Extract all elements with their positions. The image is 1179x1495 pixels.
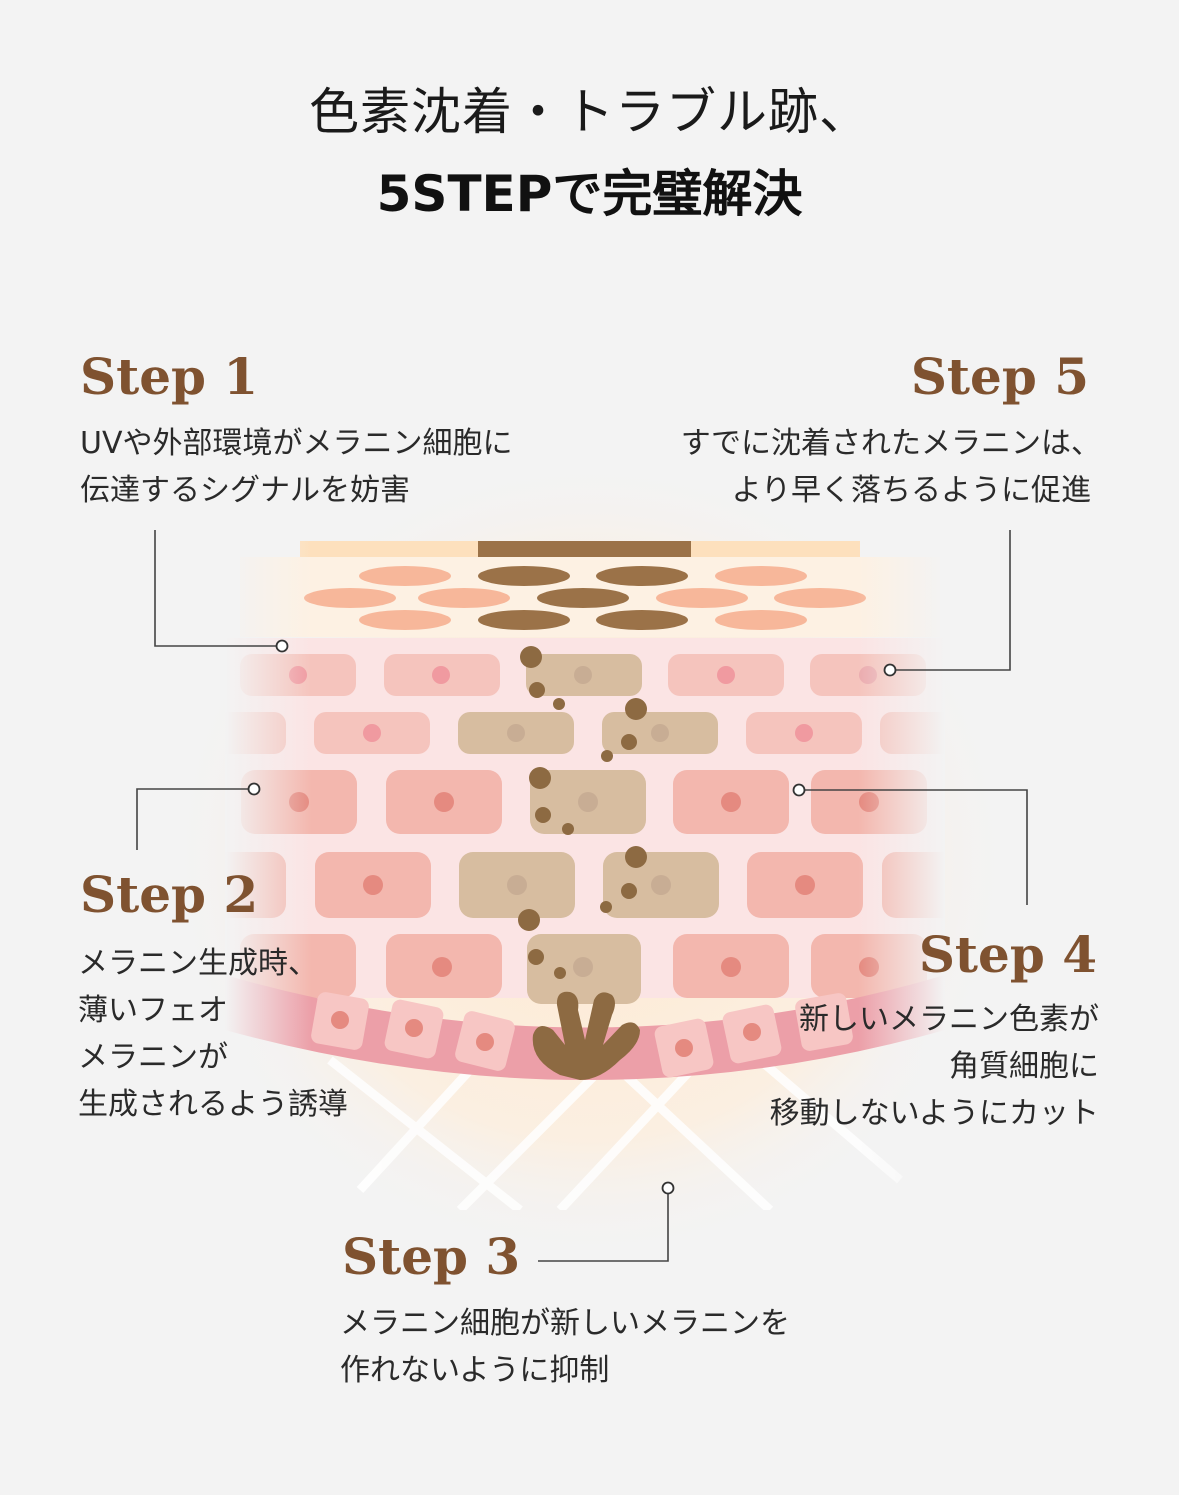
- connector-step3: [538, 1188, 669, 1262]
- step-3-title: Step 3: [342, 1227, 521, 1286]
- step-1-desc-line1: UVや外部環境がメラニン細胞に: [80, 426, 513, 461]
- page-title-line1: 色素沈着・トラブル跡、: [309, 83, 870, 141]
- step-5-desc-line2: より早く落ちるように促進: [731, 473, 1091, 508]
- step-5-desc-line1: すでに沈着されたメラニンは、: [680, 426, 1101, 461]
- connector-dots: [247, 639, 897, 1195]
- step-4-desc-line1: 新しいメラニン色素が: [799, 1002, 1099, 1037]
- step-3-desc-line2: 作れないように抑制: [340, 1353, 610, 1388]
- connector-lines: [136, 530, 1028, 1262]
- connector-step5: [890, 530, 1011, 671]
- step-2-desc-line4: 生成されるよう誘導: [78, 1087, 348, 1122]
- step-5-title: Step 5: [910, 347, 1089, 406]
- page-title-line2: 5STEPで完璧解決: [376, 165, 803, 223]
- step-2-desc-line1: メラニン生成時、: [78, 946, 318, 981]
- step-2-desc-line3: メラニンが: [78, 1040, 228, 1075]
- step-1-desc-line2: 伝達するシグナルを妨害: [80, 473, 410, 508]
- connector-step1: [154, 530, 282, 647]
- step-2-desc-line2: 薄いフェオ: [78, 993, 228, 1028]
- step-4-desc-line3: 移動しないようにカット: [769, 1096, 1099, 1131]
- step-4-title: Step 4: [918, 925, 1097, 984]
- step-1-title: Step 1: [80, 347, 259, 406]
- step-3-desc-line1: メラニン細胞が新しいメラニンを: [340, 1306, 790, 1341]
- connector-step4: [799, 789, 1028, 905]
- step-2-title: Step 2: [80, 865, 259, 924]
- step-4-desc-line2: 角質細胞に: [949, 1049, 1099, 1084]
- connector-step2: [136, 788, 254, 850]
